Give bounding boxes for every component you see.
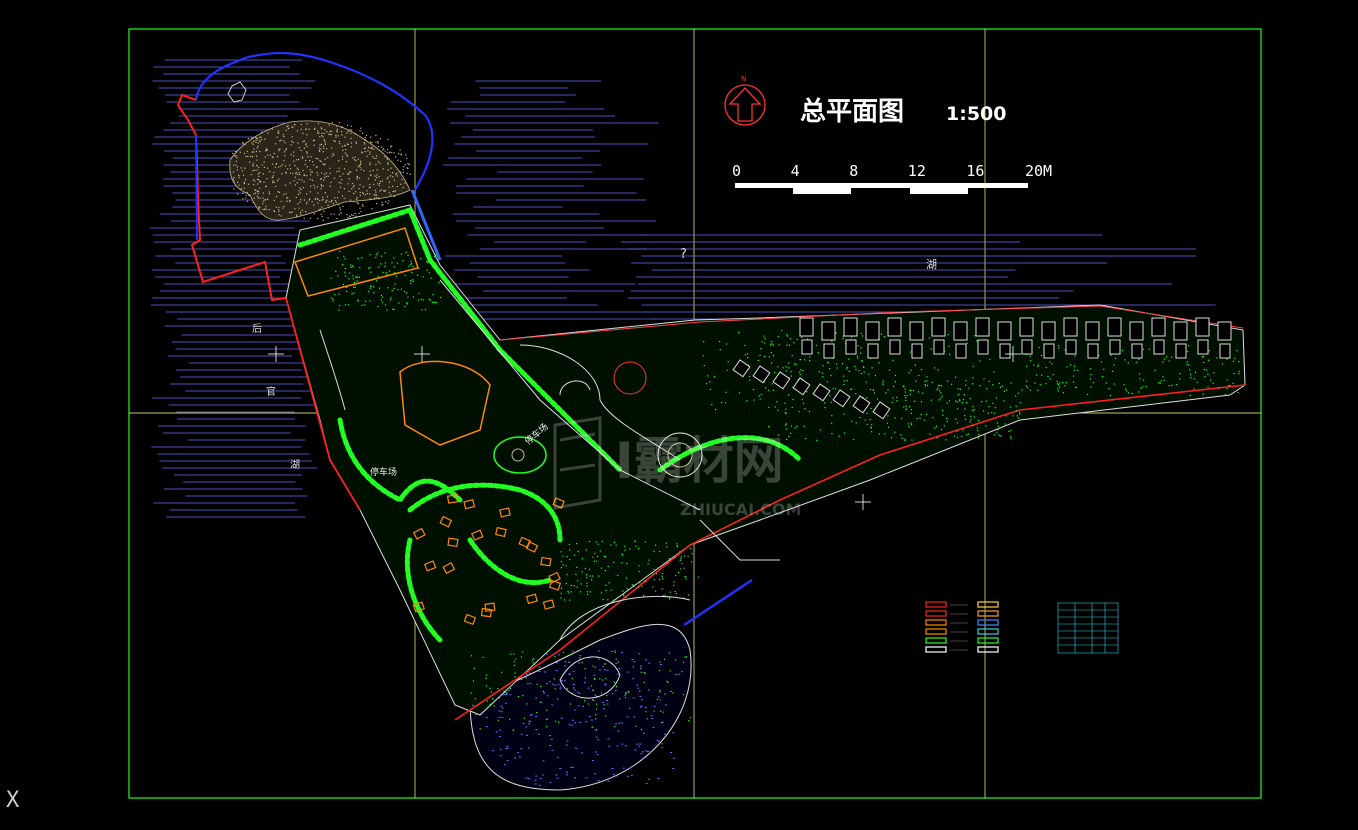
watermark: Ⅰ霸材网 ZHIUCAI.COM bbox=[553, 416, 801, 519]
scale-tick-label: 4 bbox=[791, 162, 800, 180]
lake-label-west-1: 后 bbox=[252, 323, 262, 335]
south-pond bbox=[469, 623, 692, 791]
pond-edge-blue bbox=[683, 578, 753, 627]
island-boundary-blue bbox=[194, 51, 434, 191]
legend-left bbox=[925, 601, 999, 653]
tree-bands bbox=[297, 206, 803, 643]
crosshair-marks bbox=[268, 346, 1021, 510]
scale-bar bbox=[735, 183, 1028, 194]
west-boundary-red bbox=[285, 297, 361, 511]
roundabout bbox=[493, 361, 703, 478]
scale-tick-label: 12 bbox=[908, 162, 926, 180]
east-villa-row bbox=[732, 317, 1232, 420]
legend-table bbox=[1057, 602, 1119, 654]
lake-label-north: ? bbox=[680, 247, 687, 262]
road-boundary-north-red bbox=[499, 305, 1244, 341]
parking-label-1: 停车场 bbox=[370, 466, 397, 478]
island-boundary-red bbox=[176, 93, 287, 302]
scale-tick-label: 16 bbox=[966, 162, 984, 180]
lake-label-west-2: 官 bbox=[266, 385, 276, 398]
villa-cluster-orange bbox=[412, 494, 565, 626]
scale-tick-label: 20M bbox=[1025, 162, 1052, 180]
main-buildings bbox=[294, 227, 491, 446]
lake-water-hatch bbox=[150, 59, 1216, 518]
island-pavilion bbox=[227, 81, 247, 103]
scale-tick-label: 8 bbox=[849, 162, 858, 180]
scale-tick-label: 0 bbox=[732, 162, 741, 180]
waterfront-edge-blue bbox=[410, 189, 442, 261]
pond-water-dots bbox=[485, 650, 677, 786]
axis-x-glyph: X bbox=[6, 788, 20, 813]
north-label: N bbox=[741, 75, 746, 83]
island-boundary-west-blue bbox=[195, 134, 198, 241]
watermark-text: Ⅰ霸材网 bbox=[615, 432, 784, 490]
road-boundary-red bbox=[454, 384, 1246, 721]
plan-title: 总平面图 bbox=[800, 97, 904, 127]
drawing-frame bbox=[128, 28, 1262, 799]
scale-bar-labels: 0 4 8 12 16 20M bbox=[732, 162, 1052, 180]
watermark-sub: ZHIUCAI.COM bbox=[680, 500, 801, 519]
lake-label-east: 湖 bbox=[926, 258, 937, 271]
hill-stipple bbox=[232, 122, 411, 221]
lake-label-west-3: 湖 bbox=[290, 459, 300, 471]
north-arrow-icon bbox=[724, 84, 766, 126]
internal-roads bbox=[319, 279, 780, 699]
plan-scale: 1:500 bbox=[946, 103, 1006, 125]
